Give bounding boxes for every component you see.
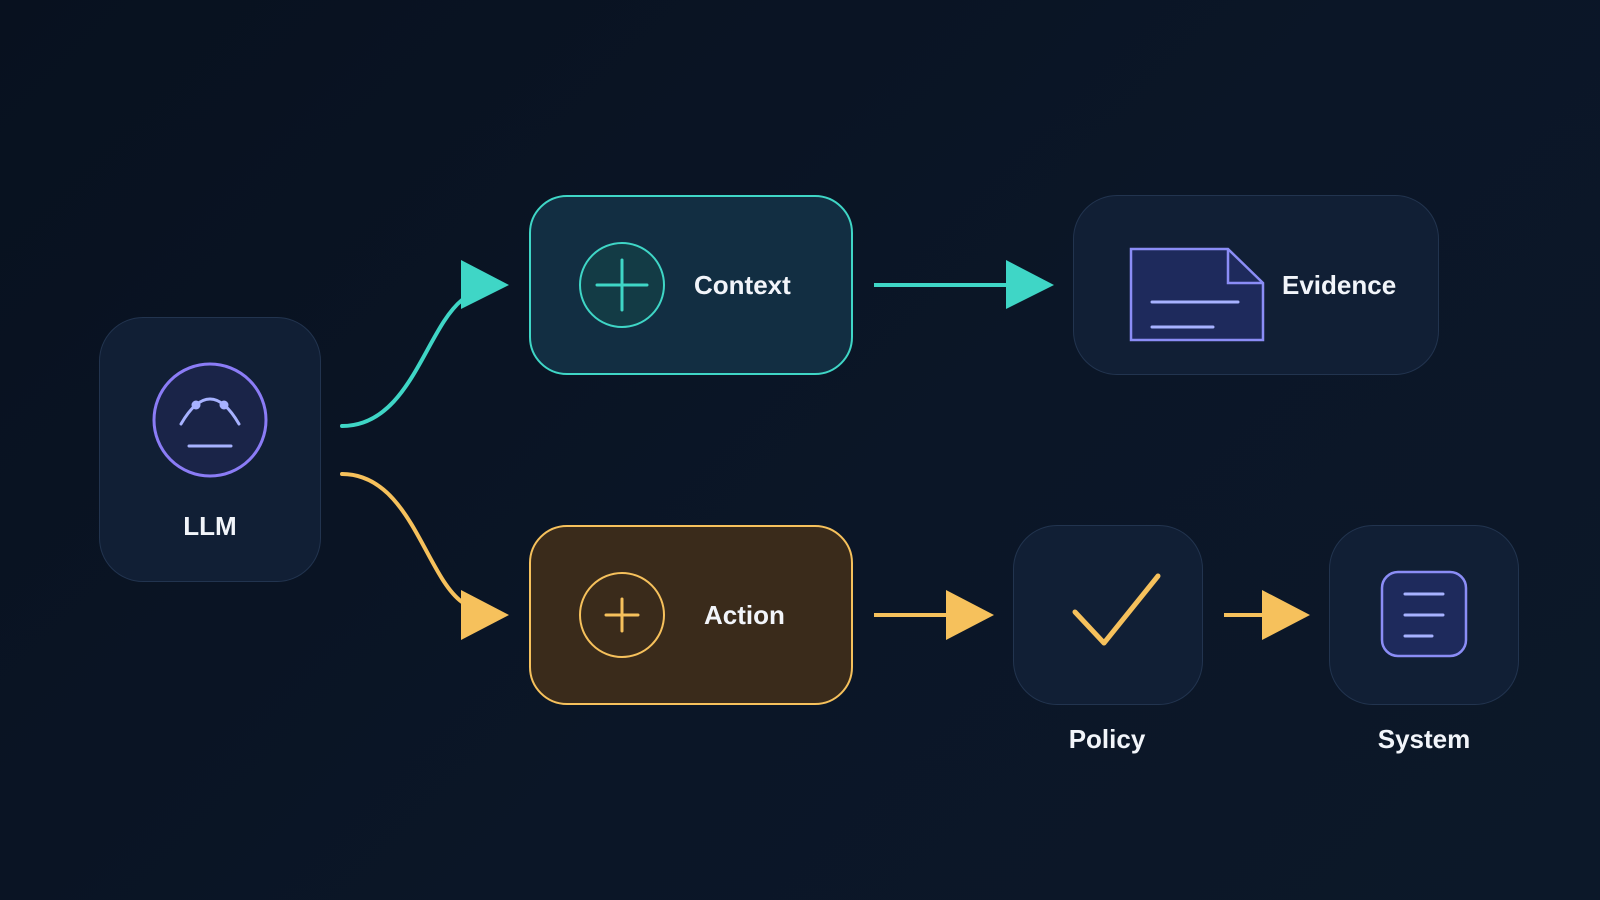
policy-label: Policy bbox=[1068, 724, 1146, 754]
edge-llm-action bbox=[340, 472, 509, 640]
llm-label: LLM bbox=[183, 511, 237, 541]
document-icon bbox=[1129, 247, 1265, 342]
system-label: System bbox=[1377, 724, 1471, 754]
llm-face-icon bbox=[152, 362, 268, 478]
menu-list-icon bbox=[1380, 570, 1468, 658]
arrowhead-icon bbox=[1262, 590, 1310, 640]
action-plus-icon bbox=[579, 572, 665, 658]
action-label: Action bbox=[704, 600, 785, 630]
evidence-label: Evidence bbox=[1282, 270, 1397, 300]
context-plus-icon bbox=[579, 242, 665, 328]
edge-context-evidence bbox=[874, 260, 1054, 309]
policy-node[interactable] bbox=[1013, 525, 1203, 705]
arrowhead-icon bbox=[1006, 260, 1054, 309]
checkmark-icon bbox=[1072, 573, 1161, 646]
context-label: Context bbox=[694, 270, 791, 300]
edge-action-policy bbox=[874, 590, 994, 640]
arrowhead-icon bbox=[946, 590, 994, 640]
arrowhead-icon bbox=[461, 260, 509, 309]
edge-policy-system bbox=[1224, 590, 1310, 640]
arrowhead-icon bbox=[461, 590, 509, 640]
edge-llm-context bbox=[340, 260, 509, 428]
